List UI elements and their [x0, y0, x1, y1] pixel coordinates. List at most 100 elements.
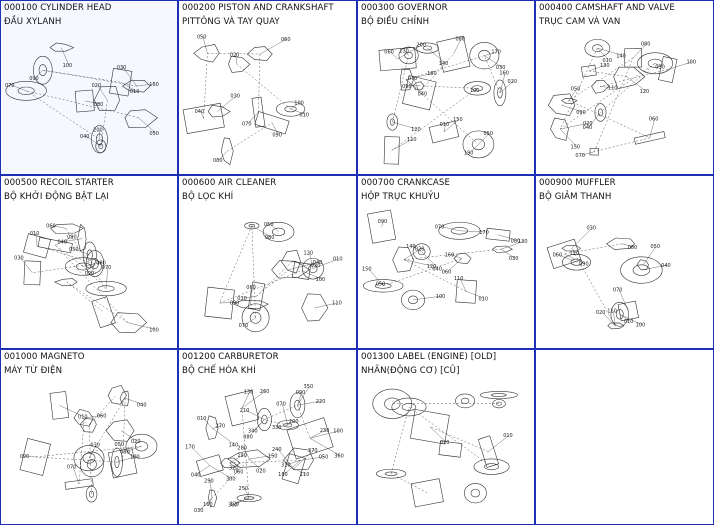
section-card[interactable]: 000400 CAMSHAFT AND VALVE TRỤC CAM VÀ VAN…: [535, 0, 714, 175]
part-callout-label: 100: [316, 277, 326, 283]
part-callout-label: 080: [455, 36, 465, 42]
section-code-title[interactable]: 000600 AIR CLEANER: [182, 178, 277, 188]
part-callout-label: 340: [248, 428, 258, 434]
part-callout-label: 010: [478, 296, 488, 302]
part-callout-label: 050: [114, 442, 124, 448]
section-code-title[interactable]: 000200 PISTON AND CRANKSHAFT: [182, 3, 334, 13]
part-callout-label: 030: [586, 226, 596, 232]
section-code-title[interactable]: 000400 CAMSHAFT AND VALVE: [539, 3, 675, 13]
exploded-view-drawing: [378, 35, 514, 165]
section-code-title[interactable]: 000700 CRANKCASE: [361, 178, 450, 188]
part-callout-label: 090: [230, 300, 240, 306]
part-callout-label: 050: [376, 281, 386, 287]
part-callout-label: 020: [415, 247, 425, 253]
empty-grid-cell: [535, 349, 714, 525]
parts-diagram-svg: 0100200300400500600700800901001101201301…: [378, 35, 517, 165]
section-local-title: TRỤC CAM VÀ VAN: [539, 17, 621, 27]
part-callout-label: 080: [96, 261, 106, 267]
part-callout-label: 150: [453, 117, 463, 123]
part-callout-label: 020: [92, 83, 102, 89]
part-callout-label: 100: [333, 429, 343, 435]
section-local-title: BỘ CHẾ HÒA KHÍ: [182, 366, 256, 376]
part-callout-label: 240: [272, 447, 282, 453]
section-code-title[interactable]: 000900 MUFFLER: [539, 178, 616, 188]
part-callout-label: 020: [131, 439, 141, 445]
part-callout-label: 010: [440, 122, 450, 128]
exploded-view-drawing: [204, 222, 340, 333]
section-code-title[interactable]: 000300 GOVERNOR: [361, 3, 448, 13]
section-card[interactable]: 001300 LABEL (ENGINE) [OLD] NHÃN(ĐỘNG CƠ)…: [357, 349, 535, 525]
part-callout-label: 030: [117, 65, 127, 71]
part-callout-label: 080: [94, 102, 104, 108]
part-callout-label: 380: [228, 503, 238, 509]
part-callout-label: 070: [239, 323, 249, 329]
part-callout-label: 280: [237, 445, 247, 451]
part-callout-label: 050: [149, 131, 159, 137]
section-code-title[interactable]: 001000 MAGNETO: [4, 352, 85, 362]
part-callout-label: 150: [149, 82, 159, 88]
part-callout-label: 020: [85, 271, 95, 277]
part-callout-label: 100: [436, 294, 446, 300]
section-code-title[interactable]: 000500 RECOIL STARTER: [4, 178, 114, 188]
part-callout-label: 130: [399, 49, 409, 55]
part-callout-label: 060: [234, 470, 244, 476]
part-callout-label: 090: [402, 84, 412, 90]
part-callout-label: 200: [93, 128, 103, 134]
section-code-title[interactable]: 000100 CYLINDER HEAD: [4, 3, 112, 13]
part-callout-label: 060: [553, 253, 563, 259]
part-callout-label: 030: [14, 255, 24, 261]
part-callout-label: 110: [300, 472, 310, 478]
part-callout-label: 350: [304, 384, 314, 390]
exploded-view-drawing: [362, 209, 525, 310]
part-callout-label: 110: [407, 137, 417, 143]
part-callout-label: 130: [244, 390, 254, 396]
exploded-view-drawing: [372, 388, 518, 508]
part-callout-label: 170: [479, 230, 489, 236]
part-callout-label: 180: [427, 71, 437, 77]
part-callout-label: 010: [603, 58, 613, 64]
part-callout-label: 080: [265, 235, 275, 241]
part-callout-label: 220: [316, 399, 326, 405]
part-callout-label: 070: [613, 287, 623, 293]
section-code-title[interactable]: 001300 LABEL (ENGINE) [OLD]: [361, 352, 497, 362]
part-callout-label: 140: [616, 53, 626, 59]
part-callout-label: 260: [260, 389, 270, 395]
part-callout-label: 150: [268, 453, 278, 459]
part-callout-label: 100: [63, 63, 73, 69]
part-callout-label: 010: [78, 415, 88, 421]
part-callout-label: 040: [57, 240, 67, 246]
section-local-title: NHÃN(ĐỘNG CƠ) [CŨ]: [361, 366, 460, 376]
part-callout-label: 010: [299, 112, 309, 118]
part-callout-label: 170: [491, 50, 501, 56]
part-callout-label: 040: [432, 267, 442, 273]
part-callout-label: 150: [362, 266, 372, 272]
section-code-title[interactable]: 001200 CARBURETOR: [182, 352, 279, 362]
part-callout-label: 010: [333, 257, 343, 263]
exploded-view-drawing: [5, 42, 159, 154]
part-callout-label: 200: [416, 43, 426, 49]
